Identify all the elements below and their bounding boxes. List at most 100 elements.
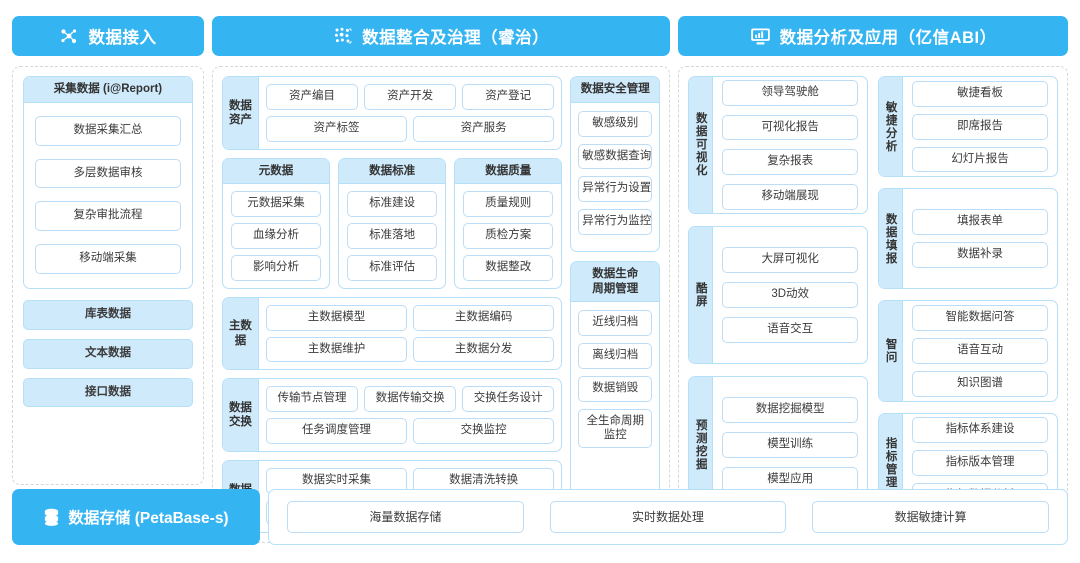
column-data-analysis: 数据分析及应用（亿信ABI） 数据可视化 领导驾驶舱 可视化报告 复杂报表 移动…: [678, 16, 1068, 524]
list-item[interactable]: 交换任务设计: [462, 386, 555, 413]
monitor-chart-icon: [750, 27, 771, 46]
top-columns: 数据接入 采集数据 (i@Report) 数据采集汇总 多层数据审核 复杂审批流…: [12, 16, 1068, 544]
card-data-asset: 数据资产 资产编目 资产开发 资产登记 资产标签 资产服务: [221, 76, 563, 150]
list-item[interactable]: 实时数据处理: [549, 500, 787, 534]
governance-triple-cards: 元数据 元数据采集 血缘分析 影响分析 数据标准 标准建设: [221, 157, 563, 289]
card-data-visualization: 数据可视化 领导驾驶舱 可视化报告 复杂报表 移动端展现: [688, 76, 869, 214]
card-label: 数据交换: [222, 379, 259, 451]
list-item[interactable]: 全生命周期 监控: [578, 408, 653, 449]
column-data-ingest: 数据接入 采集数据 (i@Report) 数据采集汇总 多层数据审核 复杂审批流…: [12, 16, 204, 485]
list-item[interactable]: 复杂报表: [722, 149, 859, 176]
list-item[interactable]: 数据采集汇总: [35, 115, 181, 146]
storage-items: 海量数据存储 实时数据处理 数据敏捷计算: [268, 489, 1068, 545]
list-item[interactable]: 敏捷看板: [912, 80, 1048, 107]
list-item[interactable]: 近线归档: [578, 310, 653, 337]
card-label: 数据可视化: [689, 77, 714, 213]
list-item[interactable]: 语音交互: [722, 316, 859, 343]
list-item[interactable]: 离线归档: [578, 343, 653, 370]
list-item[interactable]: 指标版本管理: [912, 450, 1048, 477]
list-item[interactable]: 异常行为监控: [578, 209, 653, 235]
list-item[interactable]: 质量规则: [463, 191, 554, 218]
card-title: 数据质量: [455, 158, 562, 185]
storage-bar: 数据存储 (PetaBase-s) 海量数据存储 实时数据处理 数据敏捷计算: [0, 489, 1080, 545]
list-item[interactable]: 模型训练: [722, 431, 859, 458]
card-items: 敏捷看板 即席报告 幻灯片报告: [903, 77, 1057, 176]
list-item[interactable]: 标准评估: [347, 254, 438, 281]
list-item[interactable]: 即席报告: [912, 113, 1048, 140]
governance-body: 数据资产 资产编目 资产开发 资产登记 资产标签 资产服务: [211, 66, 671, 544]
list-item[interactable]: 标准落地: [347, 223, 438, 249]
card-title: 数据生命 周期管理: [571, 262, 660, 303]
card-items: 标准建设 标准落地 标准评估: [339, 184, 445, 287]
list-item[interactable]: 资产标签: [265, 115, 408, 142]
card-items: 资产编目 资产开发 资产登记 资产标签 资产服务: [259, 77, 561, 149]
card-items: 元数据采集 血缘分析 影响分析: [223, 184, 329, 287]
list-item[interactable]: 资产服务: [413, 115, 555, 142]
list-item[interactable]: 元数据采集: [230, 191, 322, 218]
card-label: 智问: [879, 301, 904, 401]
list-item[interactable]: 主数据编码: [413, 304, 555, 331]
list-item[interactable]: 可视化报告: [722, 114, 859, 141]
list-item[interactable]: 主数据模型: [265, 304, 408, 331]
header-data-governance[interactable]: 数据整合及治理（睿治）: [211, 16, 671, 56]
card-items: 传输节点管理 数据传输交换 交换任务设计 任务调度管理 交换监控: [259, 379, 561, 451]
list-item[interactable]: 幻灯片报告: [912, 146, 1048, 173]
list-item[interactable]: 影响分析: [230, 254, 322, 281]
card-label: 数据资产: [222, 77, 259, 149]
governance-row: 数据资产 资产编目 资产开发 资产登记 资产标签 资产服务: [221, 76, 661, 534]
list-item[interactable]: 传输节点管理: [265, 386, 359, 413]
list-item[interactable]: 多层数据审核: [35, 158, 181, 189]
list-item[interactable]: 海量数据存储: [287, 500, 524, 534]
card-data-standard: 数据标准 标准建设 标准落地 标准评估: [338, 157, 447, 289]
list-item[interactable]: 敏感数据查询: [578, 143, 653, 170]
list-item[interactable]: 交换监控: [413, 418, 555, 444]
card-title: 数据标准: [339, 158, 446, 185]
list-item[interactable]: 智能数据问答: [912, 305, 1048, 332]
list-item[interactable]: 资产编目: [265, 84, 359, 110]
list-item[interactable]: 数据补录: [912, 242, 1048, 269]
card-items: 领导驾驶舱 可视化报告 复杂报表 移动端展现: [713, 77, 867, 213]
list-item[interactable]: 数据整改: [463, 254, 554, 281]
list-item[interactable]: 敏感级别: [578, 110, 653, 137]
list-item[interactable]: 接口数据: [23, 377, 193, 408]
list-item[interactable]: 主数据分发: [413, 336, 555, 363]
list-item[interactable]: 数据敏捷计算: [812, 500, 1050, 534]
list-item[interactable]: 标准建设: [347, 191, 438, 218]
list-item[interactable]: 移动端展现: [722, 184, 859, 211]
card-label: 酷屏: [689, 226, 714, 363]
list-item[interactable]: 复杂审批流程: [35, 201, 181, 232]
card-title: 元数据: [222, 158, 330, 185]
card-data-security: 数据安全管理 敏感级别 敏感数据查询 异常行为设置 异常行为监控: [570, 76, 661, 252]
card-items: 填报表单 数据补录: [903, 189, 1057, 288]
list-item[interactable]: 填报表单: [912, 209, 1048, 236]
list-item[interactable]: 资产登记: [462, 84, 555, 110]
card-data-exchange: 数据交换 传输节点管理 数据传输交换 交换任务设计 任务调度管理 交换监控: [221, 378, 563, 452]
card-data-quality: 数据质量 质量规则 质检方案 数据整改: [454, 157, 563, 289]
header-data-analysis[interactable]: 数据分析及应用（亿信ABI）: [678, 16, 1068, 56]
header-data-ingest[interactable]: 数据接入: [12, 16, 204, 56]
list-item[interactable]: 主数据维护: [265, 336, 408, 363]
card-items: 数据采集汇总 多层数据审核 复杂审批流程 移动端采集: [24, 103, 192, 288]
storage-title-pill[interactable]: 数据存储 (PetaBase-s): [12, 489, 260, 545]
list-item[interactable]: 质检方案: [463, 223, 554, 249]
list-item[interactable]: 血缘分析: [230, 223, 322, 249]
list-item[interactable]: 指标体系建设: [912, 417, 1048, 444]
list-item[interactable]: 任务调度管理: [265, 418, 408, 444]
list-item[interactable]: 知识图谱: [912, 370, 1048, 397]
card-data-lifecycle: 数据生命 周期管理 近线归档 离线归档 数据销毁 全生命周期 监控: [570, 261, 661, 534]
card-collect-data: 采集数据 (i@Report) 数据采集汇总 多层数据审核 复杂审批流程 移动端…: [23, 76, 193, 289]
list-item[interactable]: 数据挖掘模型: [722, 397, 859, 423]
list-item[interactable]: 资产开发: [364, 84, 457, 110]
list-item[interactable]: 领导驾驶舱: [722, 79, 859, 106]
list-item[interactable]: 语音互动: [912, 338, 1048, 364]
list-item[interactable]: 文本数据: [23, 338, 193, 369]
list-item[interactable]: 大屏可视化: [722, 247, 859, 273]
list-item[interactable]: 数据传输交换: [364, 386, 457, 413]
list-item[interactable]: 3D动效: [722, 281, 859, 308]
list-item[interactable]: 库表数据: [23, 299, 193, 330]
card-items: 敏感级别 敏感数据查询 异常行为设置 异常行为监控: [571, 103, 659, 251]
list-item[interactable]: 数据销毁: [578, 376, 653, 402]
list-item[interactable]: 异常行为设置: [578, 176, 653, 203]
list-item[interactable]: 模型应用: [722, 466, 859, 493]
list-item[interactable]: 移动端采集: [35, 244, 181, 274]
